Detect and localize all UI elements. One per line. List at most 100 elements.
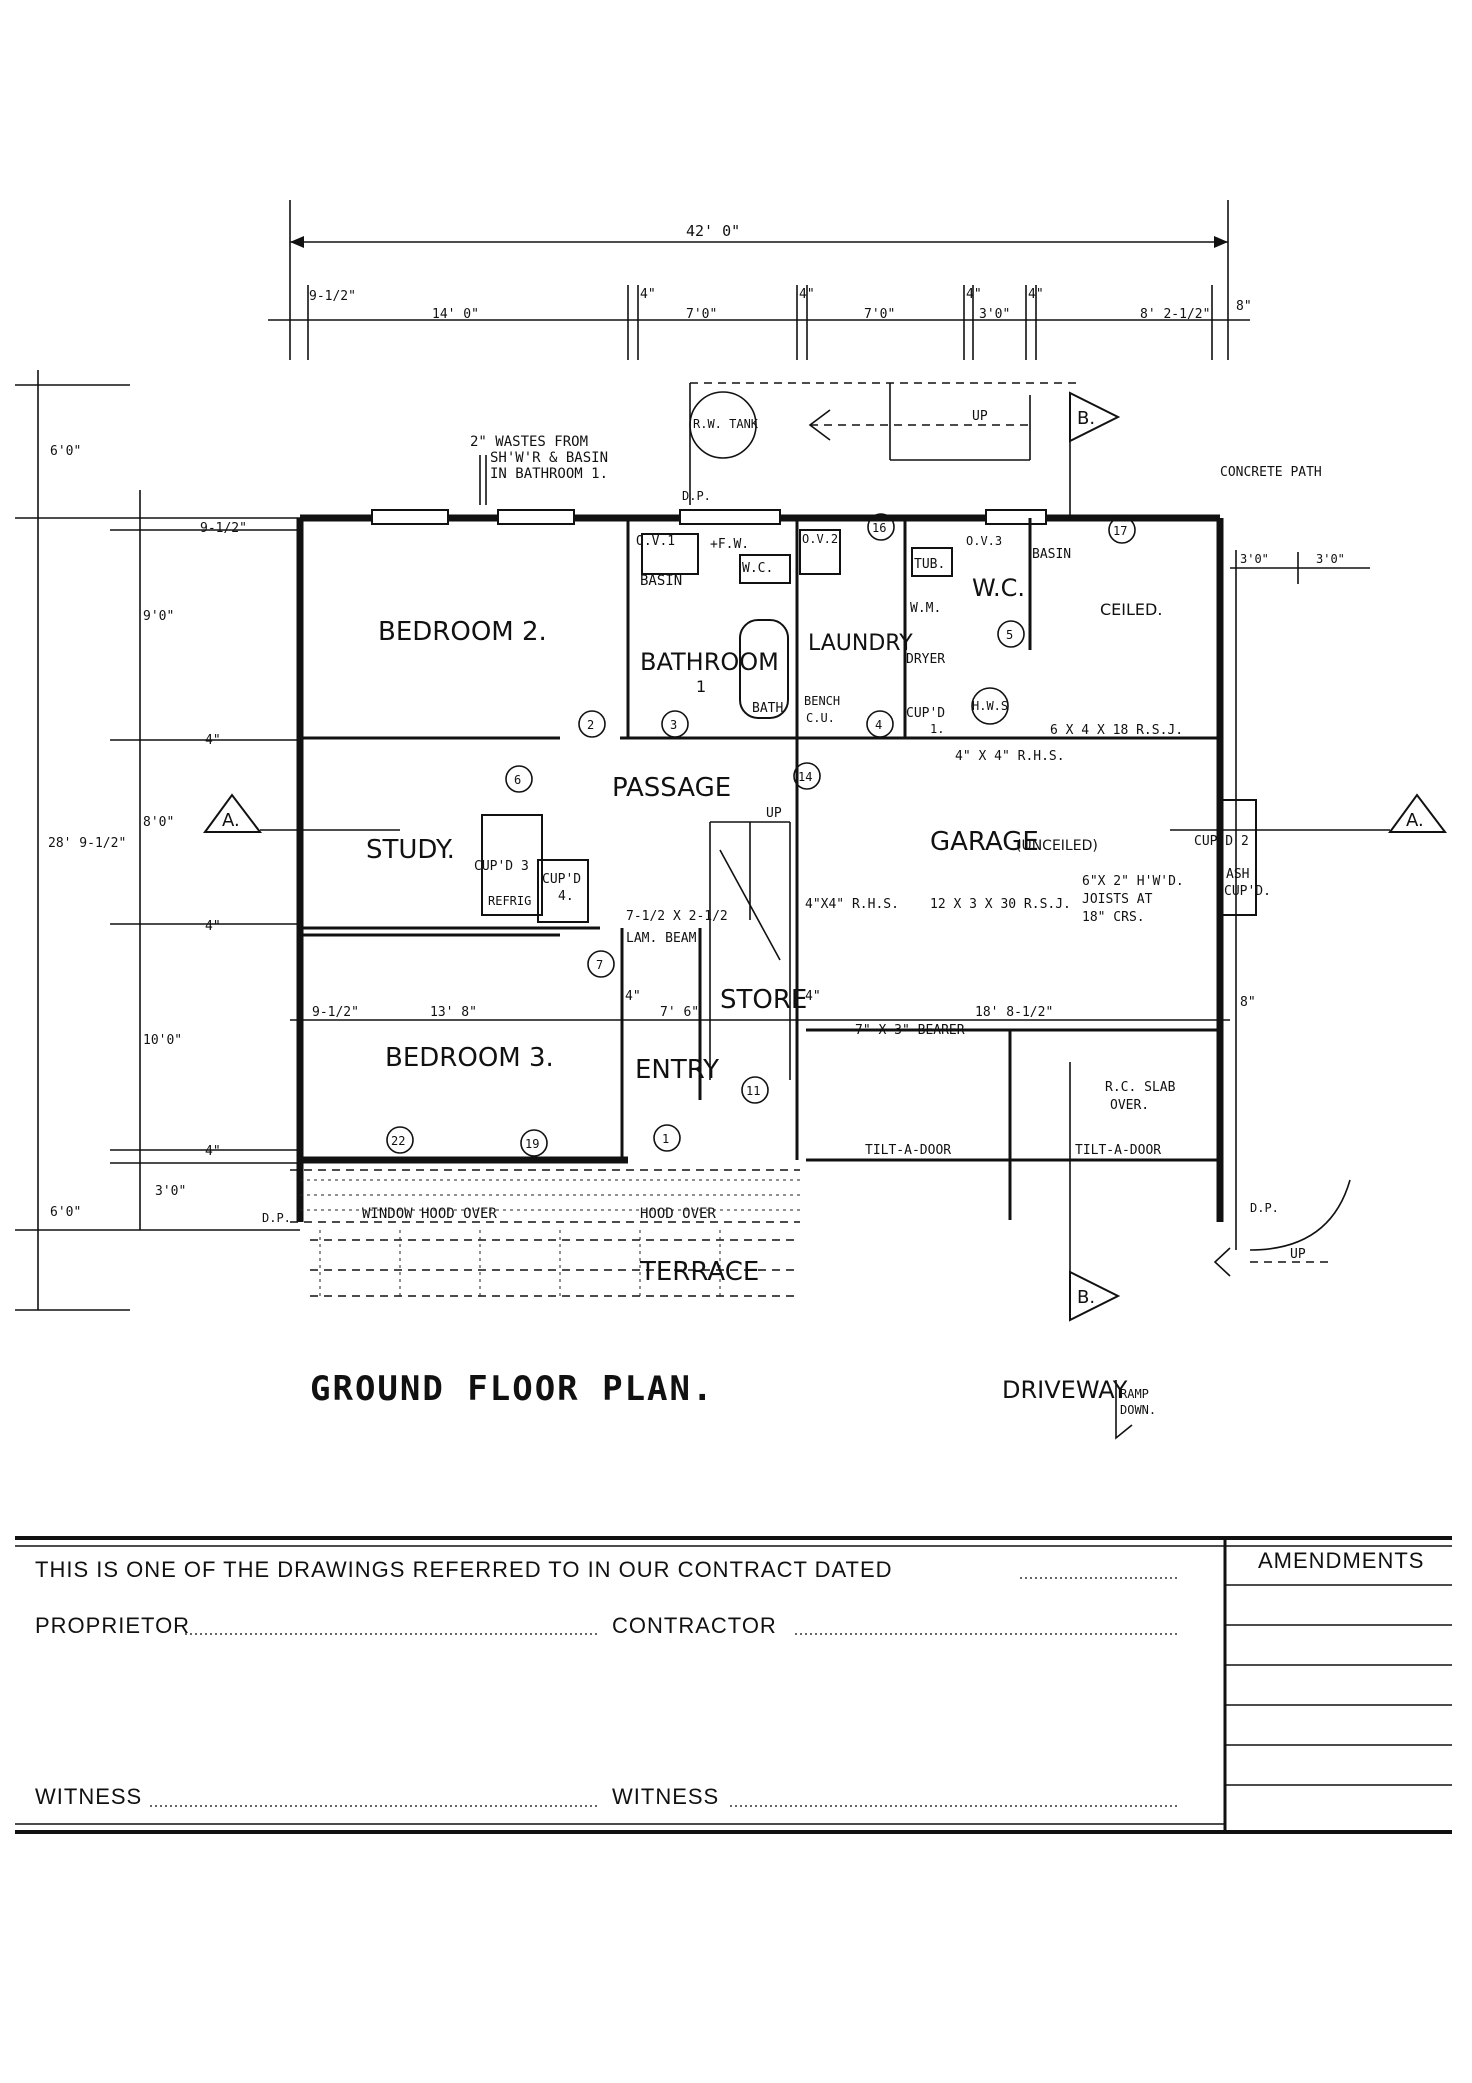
dim-top-6: 7'0" [864,307,895,322]
dim-left-10: 3'0" [155,1184,186,1199]
door-number-4: 4 [875,718,882,732]
section-a-left-label: A. [222,810,240,831]
hws-label: H.W.S [972,699,1008,713]
tub-label: TUB. [914,557,945,572]
witness-2-label: WITNESS [612,1784,719,1809]
wc-pan-label: W.C. [742,561,773,576]
door-number-1: 1 [662,1132,669,1146]
up-right-label: UP [1290,1247,1306,1262]
section-a-left-marker [203,793,263,833]
dp-label-top: D.P. [682,489,711,503]
door-number-22: 22 [391,1134,405,1148]
hood-over-label: HOOD OVER [640,1206,716,1222]
drawing-title: GROUND FLOOR PLAN. [310,1369,714,1409]
rsj1-label: 6 X 4 X 18 R.S.J. [1050,723,1183,738]
fixtures: O.V.1 +F.W. W.C. BASIN BATH O.V.2 BENCH … [262,529,1351,1440]
wastes-note-3: IN BATHROOM 1. [490,466,608,482]
up-stair-label: UP [766,806,782,821]
room-garage-note: (UNCEILED) [1016,838,1098,854]
dim-top-5: 4" [799,287,815,302]
section-a-right-label: A. [1406,810,1424,831]
dp-label-right: D.P. [1250,1201,1279,1215]
section-b-top-marker [1069,391,1121,443]
concrete-path-label: CONCRETE PATH [1220,465,1322,480]
cu-label: C.U. [806,711,835,725]
section-a-right-marker [1388,793,1448,833]
section-markers: A. A. B. B. [203,391,1448,1322]
door-number-7: 7 [596,958,603,972]
ov1-label: O.V.1 [636,534,675,549]
dim-left-1: 6'0" [50,444,81,459]
door-number-6: 6 [514,773,521,787]
proprietor-label: PROPRIETOR [35,1613,190,1638]
door-numbers: 16 17 5 2 3 4 6 14 7 11 1 22 19 [386,513,1136,1157]
cupd1-label: CUP'D [906,706,945,721]
dim-top-9: 4" [1028,287,1044,302]
room-passage: PASSAGE [612,773,731,803]
ash-cupd-line-1: ASH [1226,867,1249,882]
room-entry: ENTRY [635,1055,719,1085]
dim-top-2: 14' 0" [432,307,479,322]
cupd4-line-2: 4. [558,889,574,904]
window-hood-label: WINDOW HOOD OVER [362,1206,497,1222]
door-number-2: 2 [587,718,594,732]
bearer-label: 7" X 3" BEARER [855,1023,965,1038]
room-wc: W.C. [972,574,1025,602]
basin-label: BASIN [640,573,682,589]
dim-row-2: 13' 8" [430,1005,477,1020]
dim-left-9: 4" [205,1144,221,1159]
rc-slab-line-1: R.C. SLAB [1105,1080,1176,1095]
room-labels: BEDROOM 2. BATHROOM 1 LAUNDRY W.C. CEILE… [366,574,1162,1287]
door-number-16: 16 [872,521,886,535]
dryer-label: DRYER [906,652,945,667]
door-number-17: 17 [1113,524,1127,538]
dim-right-2: 3'0" [1316,552,1345,566]
bedroom3-row-dimensions: 9-1/2" 13' 8" 4" 7' 6" 4" 18' 8-1/2" 8" [290,989,1256,1021]
room-bedroom-2: BEDROOM 2. [378,617,547,647]
wastes-note-2: SH'W'R & BASIN [490,450,608,466]
section-b-top-label: B. [1077,408,1095,429]
dim-left-5: 8'0" [143,815,174,830]
lam-beam-label: LAM. BEAM [626,931,697,946]
dim-left-6: 28' 9-1/2" [48,836,126,851]
left-dimension-lines: 6'0" 9-1/2" 9'0" 4" 8'0" 28' 9-1/2" 4" 1… [15,370,300,1311]
cupd4-line-1: CUP'D [542,872,581,887]
section-b-bottom-marker [1069,1270,1121,1322]
room-ceiled: CEILED. [1100,600,1162,619]
cupd2-label: CUP'D 2 [1194,834,1249,849]
cupd1-number: 1. [930,722,944,736]
contract-block: THIS IS ONE OF THE DRAWINGS REFERRED TO … [15,1536,1452,1834]
rc-slab-line-2: OVER. [1110,1098,1149,1113]
dim-left-4: 4" [205,733,221,748]
door-number-14: 14 [798,770,812,784]
joists-line-3: 18" CRS. [1082,910,1145,925]
dim-top-10: 8' 2-1/2" [1140,307,1210,322]
room-bathroom: BATHROOM [640,648,779,676]
basin2-label: BASIN [1032,547,1071,562]
overall-width-dim: 42' 0" [686,222,740,240]
room-store: STORE [720,985,807,1015]
top-dimension-lines: 42' 0" 9-1/2" 14' 0" 4" 7'0" 4" 7'0" 4" … [268,200,1252,360]
door-number-5: 5 [1006,628,1013,642]
ov2-label: O.V.2 [802,532,838,546]
amendments-heading: AMENDMENTS [1258,1548,1424,1573]
room-terrace: TERRACE [639,1257,759,1287]
dim-left-11: 6'0" [50,1205,81,1220]
ramp-down-line-1: RAMP [1120,1387,1149,1401]
bath-label: BATH [752,701,783,716]
contractor-label: CONTRACTOR [612,1613,777,1638]
dim-row-6: 18' 8-1/2" [975,1005,1053,1020]
dim-top-3: 4" [640,287,656,302]
room-garage: GARAGE [930,827,1039,857]
ov3-label: O.V.3 [966,534,1002,548]
building-walls [296,509,1257,1222]
witness-1-label: WITNESS [35,1784,142,1809]
room-study: STUDY. [366,835,455,865]
door-number-11: 11 [746,1084,760,1098]
right-dimension-lines: 3'0" 3'0" [1230,552,1370,584]
dim-row-4: 7' 6" [660,1005,699,1020]
refrig-label: REFRIG [488,894,531,908]
joists-line-1: 6"X 2" H'W'D. [1082,874,1184,889]
dim-row-7: 8" [1240,995,1256,1010]
rw-tank-label: R.W. TANK [693,417,759,431]
